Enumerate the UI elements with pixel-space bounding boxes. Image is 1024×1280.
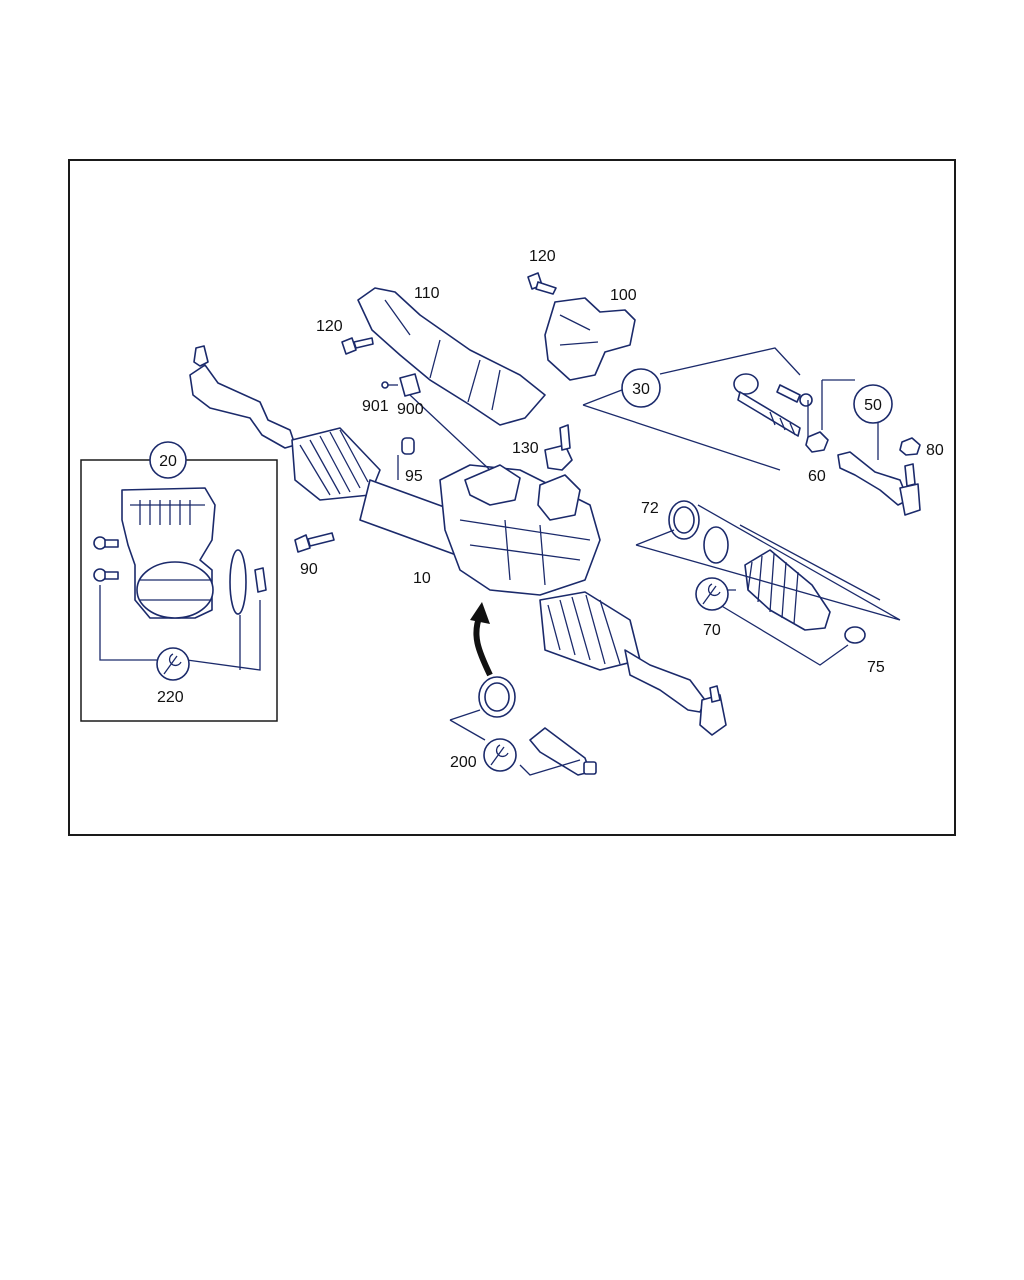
steering-rack xyxy=(189,345,727,736)
callout-wrench-200 xyxy=(483,738,517,772)
leader-30 xyxy=(582,347,809,471)
callout-30 xyxy=(621,368,661,408)
label-70: 70 xyxy=(703,622,721,639)
label-110: 110 xyxy=(414,285,440,302)
label-30: 30 xyxy=(632,381,650,398)
part-30-inner-tie-rod xyxy=(733,373,801,437)
part-50-outer-tie-rod-end xyxy=(837,451,921,516)
label-120-top: 120 xyxy=(529,248,556,265)
part-200-seal xyxy=(478,676,516,718)
part-95-washer xyxy=(397,437,415,480)
callout-50 xyxy=(853,384,893,424)
label-901: 901 xyxy=(362,398,389,415)
part-70-boot xyxy=(744,549,831,631)
bolt-90 xyxy=(294,532,335,553)
label-10: 10 xyxy=(413,570,431,587)
diagram-frame xyxy=(68,159,956,836)
part-200-grease-tube xyxy=(529,727,597,776)
part-72-ring xyxy=(703,526,729,564)
label-220: 220 xyxy=(157,689,184,706)
label-60: 60 xyxy=(808,468,826,485)
bolt-120-left xyxy=(341,337,374,355)
part-75-clamp xyxy=(844,626,866,644)
inset-leader-lines xyxy=(99,585,261,671)
label-900: 900 xyxy=(397,401,424,418)
callout-wrench-70 xyxy=(695,577,729,611)
leader-50 xyxy=(821,379,879,460)
inset-seal-ring xyxy=(229,549,247,615)
part-100-heat-shield xyxy=(544,297,636,381)
label-20: 20 xyxy=(159,453,177,470)
part-60-nut xyxy=(805,431,829,453)
part-901-pin xyxy=(381,381,398,389)
part-72-clamp xyxy=(668,500,700,540)
arrow-indicator xyxy=(473,613,493,677)
callout-20 xyxy=(149,441,187,479)
leader-900 xyxy=(409,394,491,471)
callout-wrench-220 xyxy=(156,647,190,681)
inset-bolt-2 xyxy=(93,568,119,582)
arrow-head xyxy=(470,602,490,624)
part-80-nut xyxy=(899,437,921,456)
label-90: 90 xyxy=(300,561,318,578)
label-95: 95 xyxy=(405,468,423,485)
label-72: 72 xyxy=(641,500,659,517)
label-100: 100 xyxy=(610,287,637,304)
label-50: 50 xyxy=(864,397,882,414)
leader-70-group xyxy=(635,504,901,666)
label-130: 130 xyxy=(512,440,539,457)
label-200: 200 xyxy=(450,754,477,771)
part-20-motor-unit xyxy=(121,487,216,619)
inset-clip xyxy=(254,567,267,593)
label-120-left: 120 xyxy=(316,318,343,335)
bolt-120-top xyxy=(527,272,557,295)
bolt-30 xyxy=(776,384,813,407)
inset-bolt-1 xyxy=(93,536,119,550)
label-75: 75 xyxy=(867,659,885,676)
part-110-cover xyxy=(357,287,546,426)
part-900-sensor xyxy=(399,373,421,397)
label-80: 80 xyxy=(926,442,944,459)
part-130-valve xyxy=(544,424,573,471)
leader-200 xyxy=(449,709,581,776)
